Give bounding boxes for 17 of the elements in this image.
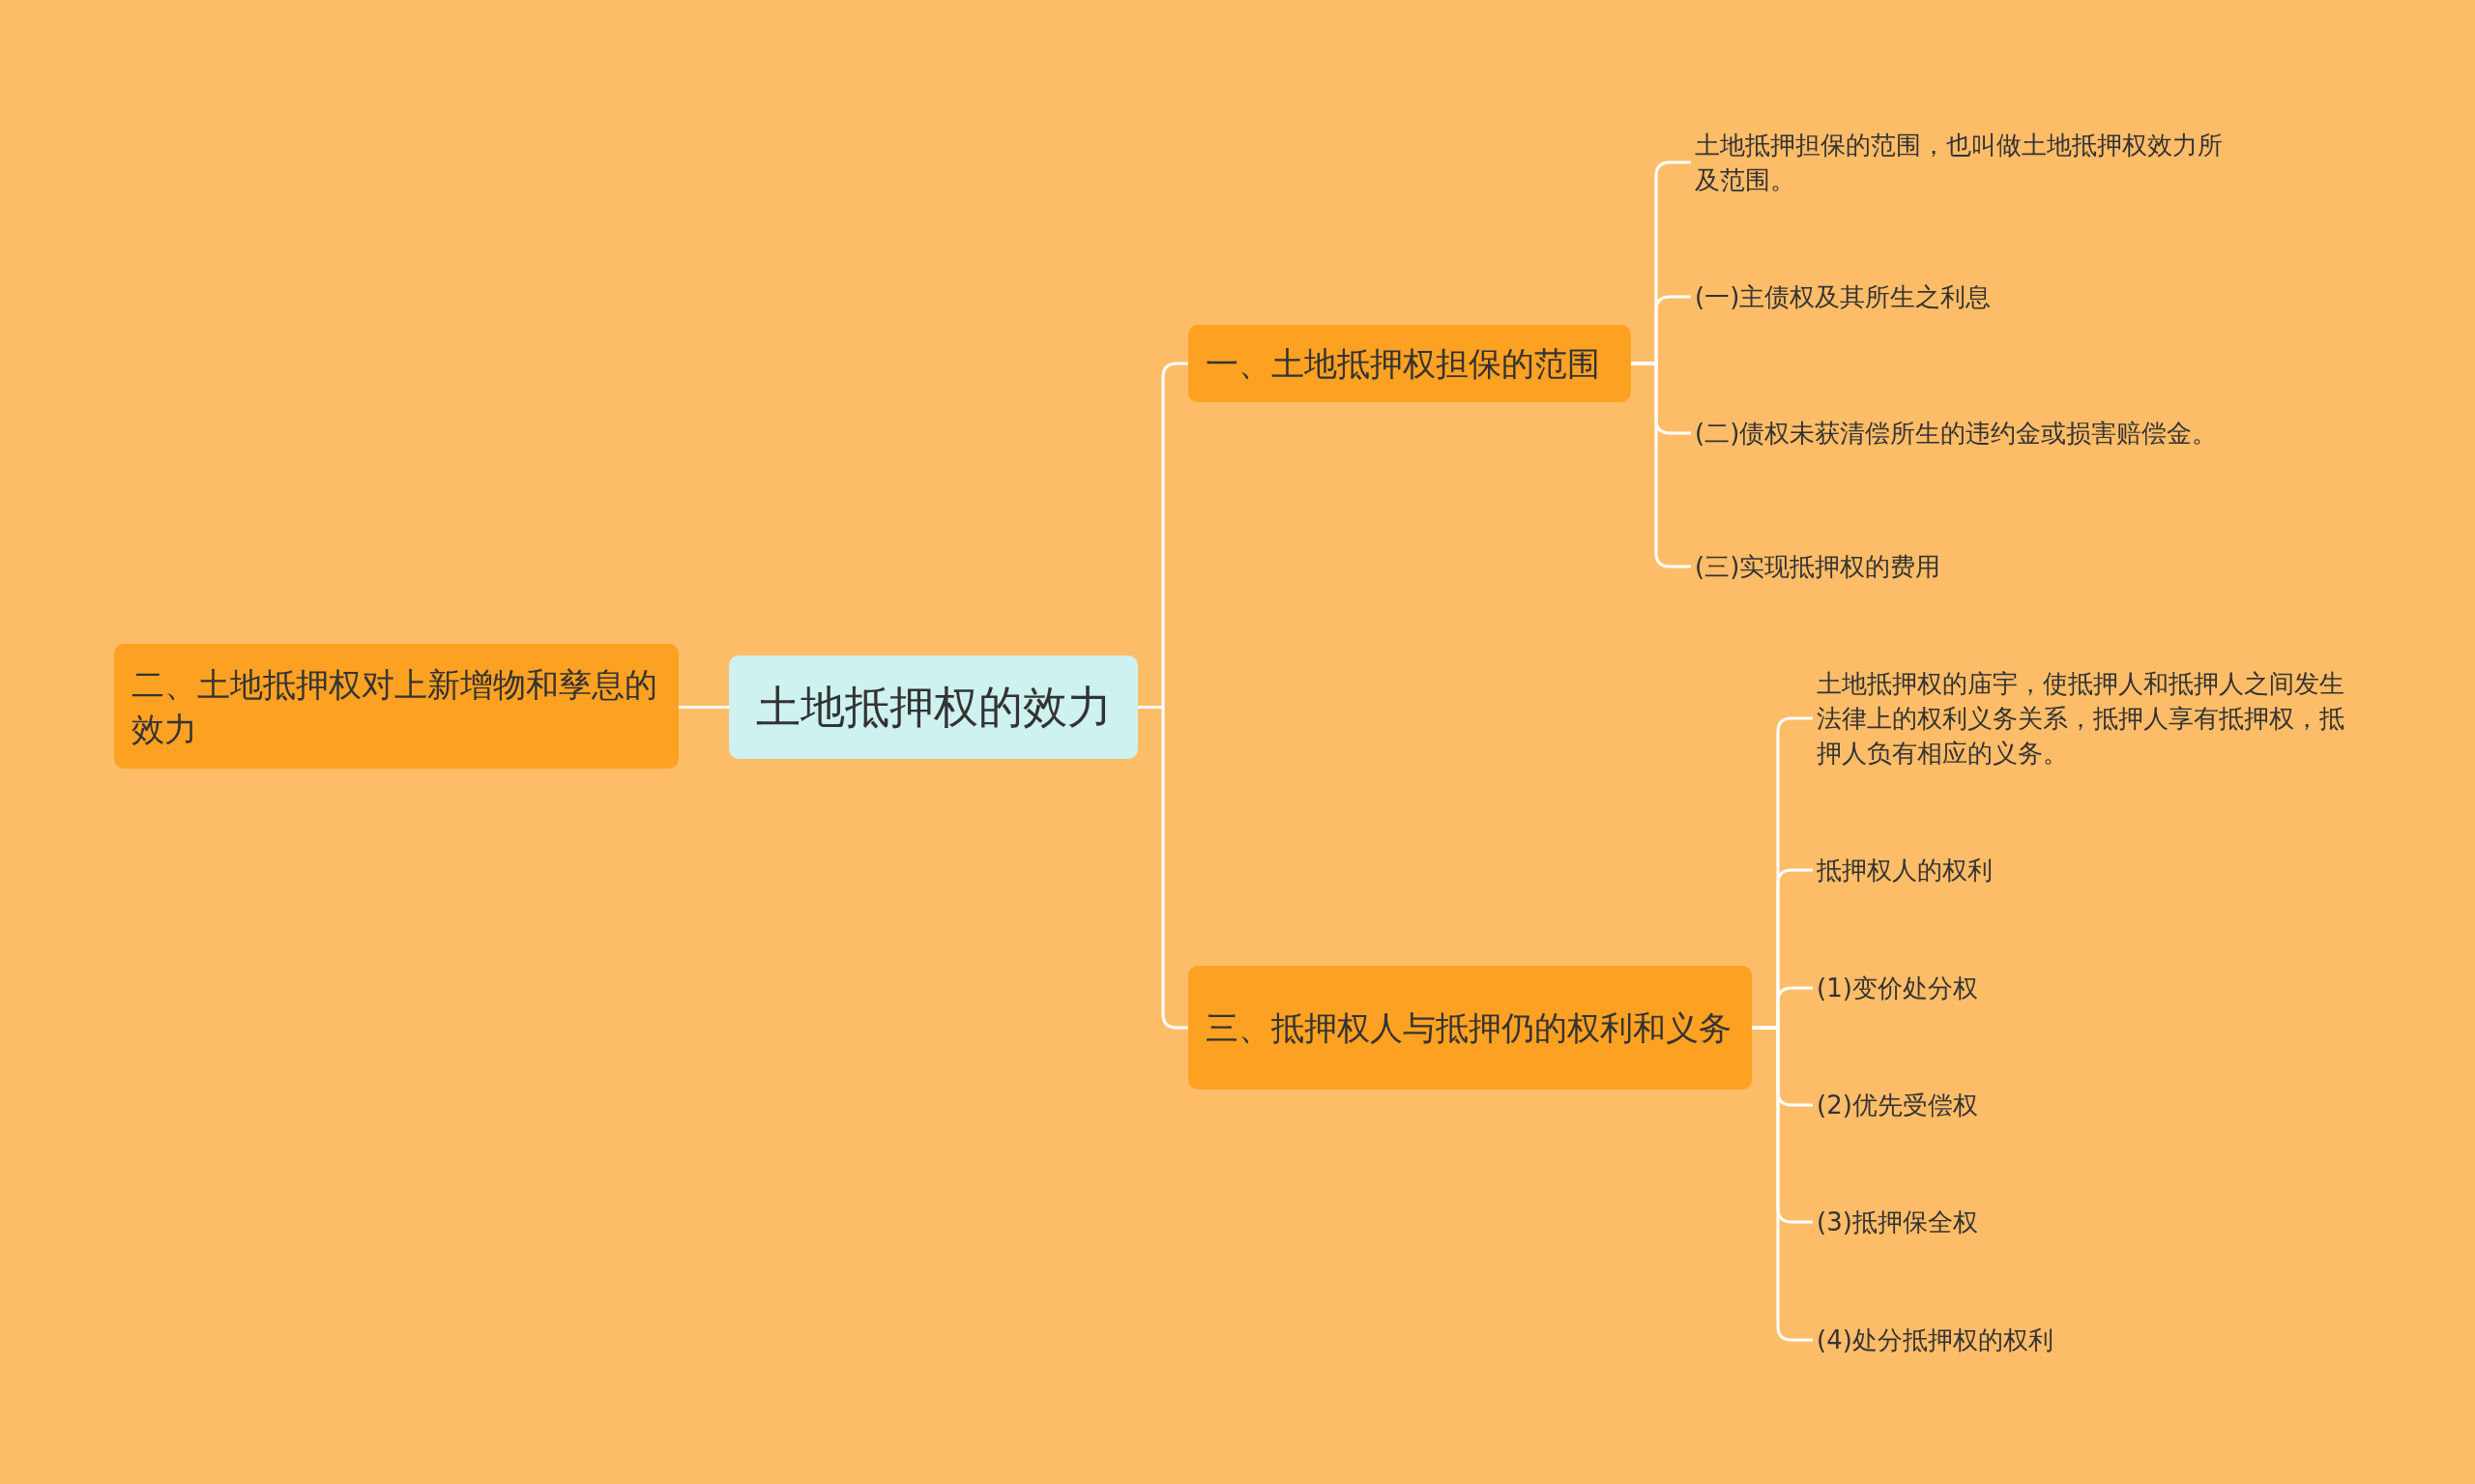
subtopic-text: (一)主债权及其所生之利息	[1691, 279, 2232, 314]
connector-line	[1138, 706, 1188, 1030]
subtopic-text: (二)债权未获清偿所生的违约金或损害赔偿金。	[1691, 416, 2232, 451]
subtopic-text: (1)变价处分权	[1813, 971, 2364, 1005]
topic-box: 三、抵押权人与抵押仍的权利和义务	[1188, 966, 1752, 1090]
subtopic-text: (2)优先受偿权	[1813, 1088, 2364, 1122]
connector-line	[1631, 362, 1691, 568]
subtopic-text: (三)实现抵押权的费用	[1691, 549, 2232, 584]
connector-line	[679, 706, 729, 709]
topic-box: 二、土地抵押权对上新增物和孳息的效力	[114, 644, 679, 769]
topic-box: 一、土地抵押权担保的范围	[1188, 325, 1631, 402]
subtopic-text: (4)处分抵押权的权利	[1813, 1323, 2364, 1357]
subtopic-text: 土地抵押担保的范围，也叫做土地抵押权效力所及范围。	[1691, 128, 2232, 197]
subtopic-text: (3)抵押保全权	[1813, 1205, 2364, 1239]
subtopic-text: 土地抵押权的庙宇，使抵押人和抵押人之间发生法律上的权利义务关系，抵押人享有抵押权，抵押人负有相应的义务。	[1813, 666, 2364, 771]
subtopic-text: 抵押权人的权利	[1813, 853, 2364, 887]
central-topic-box: 土地抵押权的效力	[729, 655, 1138, 759]
